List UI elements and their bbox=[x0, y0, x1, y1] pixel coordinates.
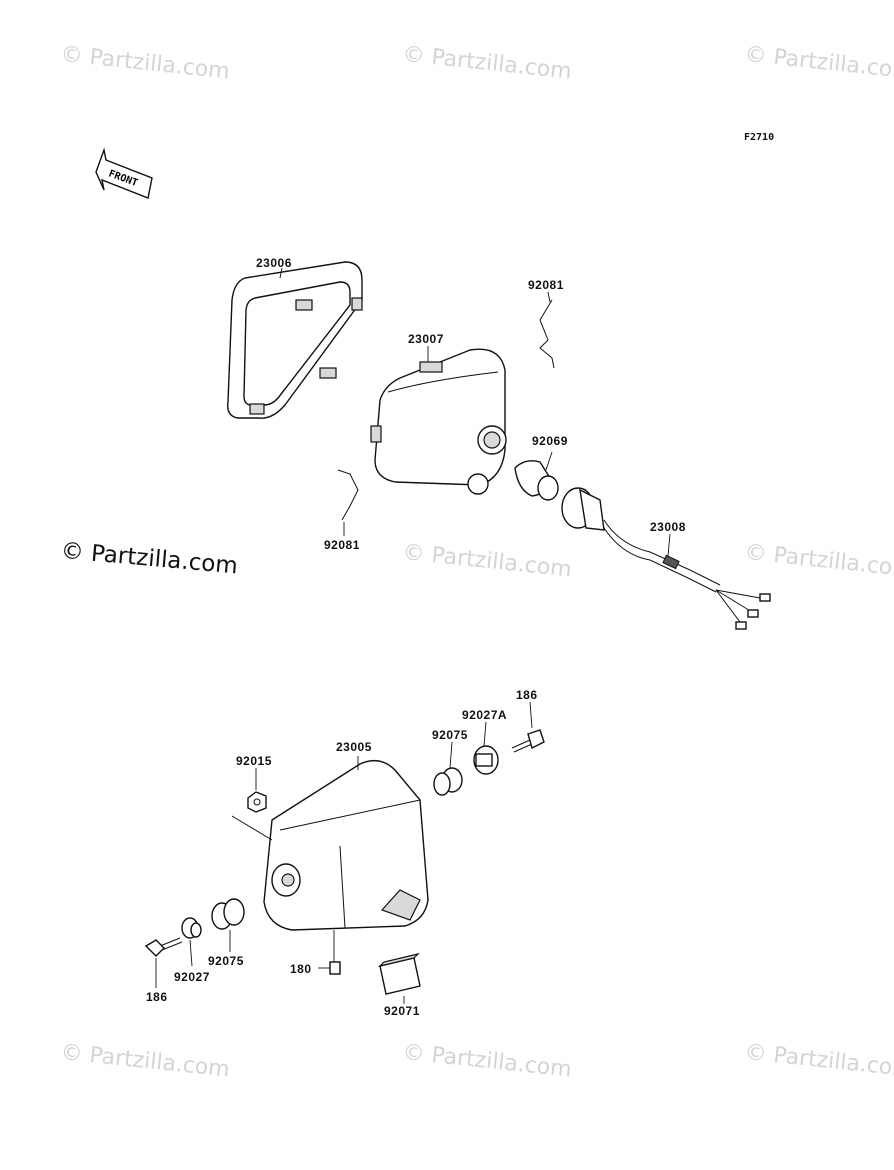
part-label[interactable]: 23008 bbox=[650, 520, 686, 534]
part-label[interactable]: 92081 bbox=[324, 538, 360, 552]
part-label[interactable]: 23007 bbox=[408, 332, 444, 346]
part-label[interactable]: 92027A bbox=[462, 708, 508, 722]
part-23006-headlight-rim bbox=[227, 261, 363, 419]
part-186-bolt-bottom bbox=[144, 937, 183, 988]
part-label[interactable]: 23005 bbox=[336, 740, 372, 754]
part-label[interactable]: 92027 bbox=[174, 970, 210, 984]
part-180-screw bbox=[318, 930, 341, 975]
part-92015-nut bbox=[247, 768, 267, 813]
part-label[interactable]: 92081 bbox=[528, 278, 564, 292]
part-92027-washer bbox=[181, 917, 202, 967]
part-186-bolt-top bbox=[511, 701, 545, 753]
part-label[interactable]: 92075 bbox=[432, 728, 468, 742]
part-label[interactable]: 23006 bbox=[256, 256, 292, 270]
part-label[interactable]: 186 bbox=[516, 688, 538, 702]
part-92075-grommet-bottom bbox=[211, 898, 245, 952]
part-92081-clip-left bbox=[337, 469, 359, 536]
part-label[interactable]: 186 bbox=[146, 990, 168, 1004]
part-92075-grommet-top bbox=[433, 741, 463, 796]
figure-code: F2710 bbox=[744, 132, 775, 143]
part-23007-headlight-housing bbox=[370, 346, 507, 495]
part-92027A-collar bbox=[473, 721, 499, 775]
part-92069-bulb bbox=[514, 451, 559, 501]
part-label[interactable]: 180 bbox=[290, 962, 312, 976]
part-label[interactable]: 92075 bbox=[208, 954, 244, 968]
part-label[interactable]: 92071 bbox=[384, 1004, 420, 1018]
part-92071-bracket bbox=[378, 952, 421, 1004]
part-label[interactable]: 92069 bbox=[532, 434, 568, 448]
part-23008-socket-wiring bbox=[561, 487, 771, 630]
front-arrow-icon: FRONT bbox=[95, 147, 153, 199]
part-label[interactable]: 92015 bbox=[236, 754, 272, 768]
part-23005-headlight-cover bbox=[231, 756, 429, 931]
part-92081-clip-top bbox=[539, 291, 555, 369]
